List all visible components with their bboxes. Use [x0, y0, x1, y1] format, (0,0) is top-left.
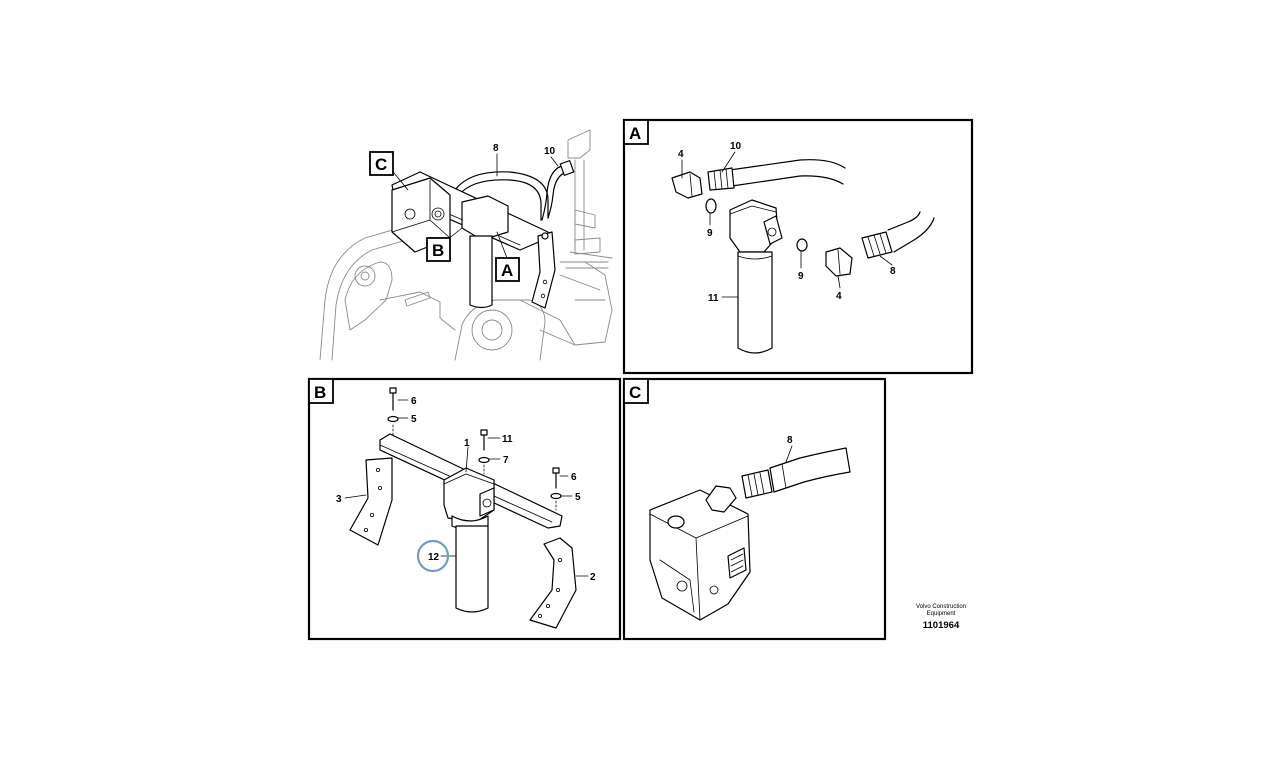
detail-b-callout-12: 12 — [428, 552, 440, 563]
detail-b-tag: B — [314, 383, 326, 402]
filter-element-overview — [469, 235, 493, 309]
detail-b-callout-6b: 6 — [571, 472, 577, 483]
machine-frame-illustration — [319, 129, 613, 361]
detail-b-callout-2: 2 — [590, 572, 596, 583]
detail-a-callout-4: 4 — [678, 149, 684, 160]
detail-a-callout-9b: 9 — [798, 271, 804, 282]
o-ring-9b — [796, 238, 808, 252]
overview-view: 8 10 C B A — [319, 129, 613, 361]
detail-c-tag: C — [629, 383, 641, 402]
fitting — [705, 485, 737, 513]
drawing-reference: Volvo Construction Equipment 1101964 — [916, 604, 966, 631]
detail-b-callout-5b: 5 — [575, 492, 581, 503]
detail-a-callout-10: 10 — [730, 141, 742, 152]
detail-b-callout-7: 7 — [503, 455, 509, 466]
detail-b-callout-5: 5 — [411, 414, 417, 425]
view-tag-a-box — [495, 257, 520, 282]
view-tag-c: C — [375, 155, 387, 174]
drawing-number: 1101964 — [923, 620, 960, 631]
hose-8 — [887, 211, 921, 231]
side-bracket-overview — [531, 231, 556, 309]
view-tag-b-box — [426, 237, 451, 262]
detail-a-tag: A — [629, 124, 641, 143]
callout-10: 10 — [544, 146, 556, 157]
filter-element-11 — [737, 251, 773, 354]
side-bracket-3 — [349, 457, 393, 546]
filter-element-12 — [455, 525, 489, 613]
side-bracket-2 — [529, 537, 577, 629]
detail-a-callout-8: 8 — [890, 266, 896, 277]
detail-a-callout-9: 9 — [707, 228, 713, 239]
detail-b-callout-6: 6 — [411, 396, 417, 407]
filter-head-overview — [461, 195, 509, 241]
detail-a-callout-4b: 4 — [836, 291, 842, 302]
hose-10 — [729, 159, 846, 171]
detail-a-callout-11: 11 — [708, 293, 719, 304]
company-name-line1: Volvo Construction — [916, 604, 966, 610]
o-ring-9a — [705, 198, 717, 214]
view-tag-c-box — [369, 151, 394, 176]
detail-c-callout-8: 8 — [787, 435, 793, 446]
company-name-line2: Equipment — [927, 611, 956, 617]
detail-c-panel: C 8 — [622, 377, 887, 641]
highlight-ring — [416, 539, 450, 573]
detail-b-panel: B — [307, 377, 622, 641]
detail-b-callout-11: 11 — [502, 434, 513, 445]
elbow-fitting-4a — [671, 171, 703, 199]
detail-b-callout-1: 1 — [464, 438, 470, 449]
hose-8-c — [769, 447, 851, 493]
view-tag-b: B — [432, 241, 444, 260]
detail-b-callout-3: 3 — [336, 494, 342, 505]
callout-8: 8 — [493, 143, 499, 154]
hose-10-overview — [541, 164, 566, 221]
detail-a-panel: A 4 10 — [622, 118, 974, 375]
view-tag-a: A — [501, 261, 513, 280]
